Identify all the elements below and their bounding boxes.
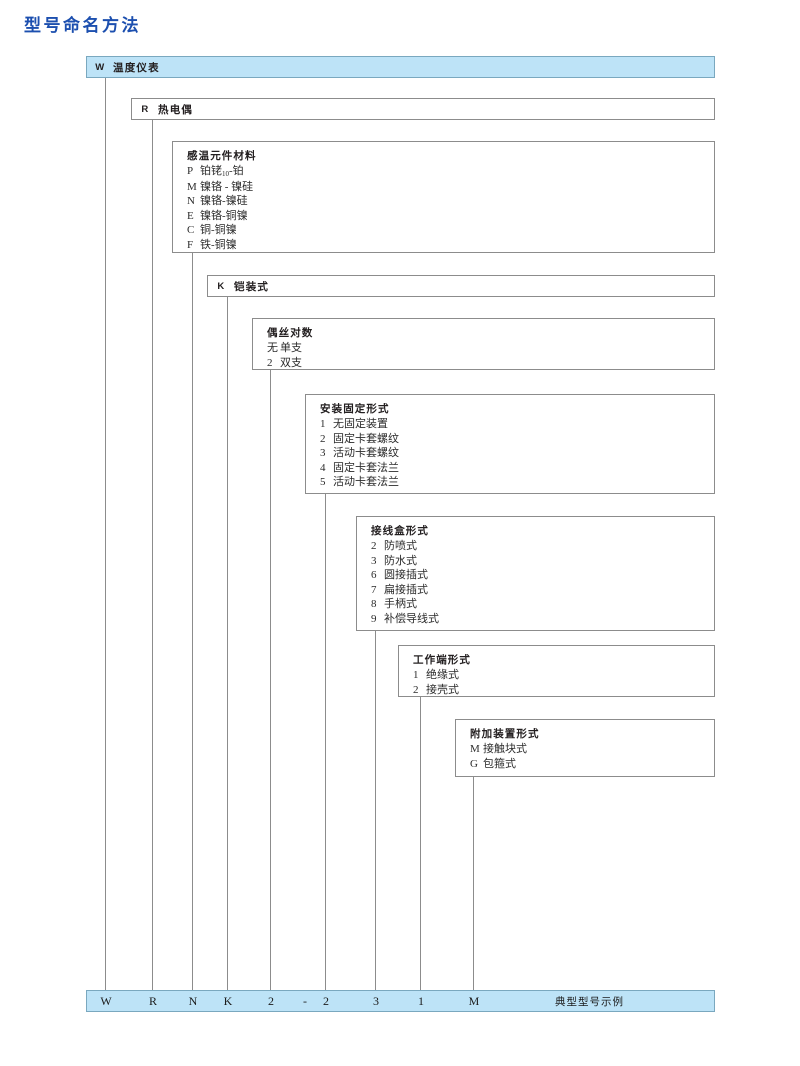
level-caption-junction-box: 接线盒形式 (371, 525, 429, 537)
list-item: 无单支 (267, 342, 302, 354)
level-name-sensor-type: 热电偶 (158, 103, 194, 116)
level-caption-mounting-fixing: 安装固定形式 (320, 403, 390, 415)
legend-slot-3: K (223, 993, 233, 1008)
level-code-instrument: W (95, 61, 105, 73)
leader-line-pairs (270, 370, 271, 990)
level-caption-extra-device: 附加装置形式 (470, 728, 540, 740)
legend-slot-6: 2 (323, 993, 329, 1008)
level-caption-wire-pairs: 偶丝对数 (267, 327, 314, 339)
legend-slot-9: M (468, 993, 480, 1008)
level-box-sensor-type: R 热电偶 (131, 98, 715, 120)
legend-note: 典型型号示例 (555, 995, 624, 1008)
page-title: 型号命名方法 (24, 16, 141, 35)
legend-slot-4: 2 (268, 993, 274, 1008)
model-example-bar: W R N K 2 - 2 3 1 M 典型型号示例 (86, 990, 715, 1012)
leader-line-junction (375, 631, 376, 990)
level-code-sensor-type: R (141, 103, 149, 115)
leader-line-n (192, 253, 193, 990)
level-caption-element-material: 感温元件材料 (187, 150, 257, 162)
leader-line-k (227, 297, 228, 990)
leader-line-mount (325, 494, 326, 990)
leader-line-extra (473, 777, 474, 990)
legend-slot-1: R (148, 993, 157, 1008)
level-box-instrument: W 温度仪表 (86, 56, 715, 78)
level-name-armour-type: 铠装式 (234, 280, 270, 293)
leader-line-workend (420, 697, 421, 990)
legend-slot-7: 3 (373, 993, 379, 1008)
level-box-armour-type: K 铠装式 (207, 275, 715, 297)
legend-slot-5: - (303, 993, 307, 1008)
level-name-instrument: 温度仪表 (113, 61, 160, 74)
level-caption-working-end: 工作端形式 (413, 654, 471, 666)
legend-slot-8: 1 (418, 993, 424, 1008)
legend-slot-0: W (100, 993, 112, 1008)
level-code-armour-type: K (217, 280, 225, 292)
legend-slot-2: N (188, 993, 198, 1008)
leader-line-r (152, 120, 153, 990)
leader-line-w (105, 78, 106, 990)
